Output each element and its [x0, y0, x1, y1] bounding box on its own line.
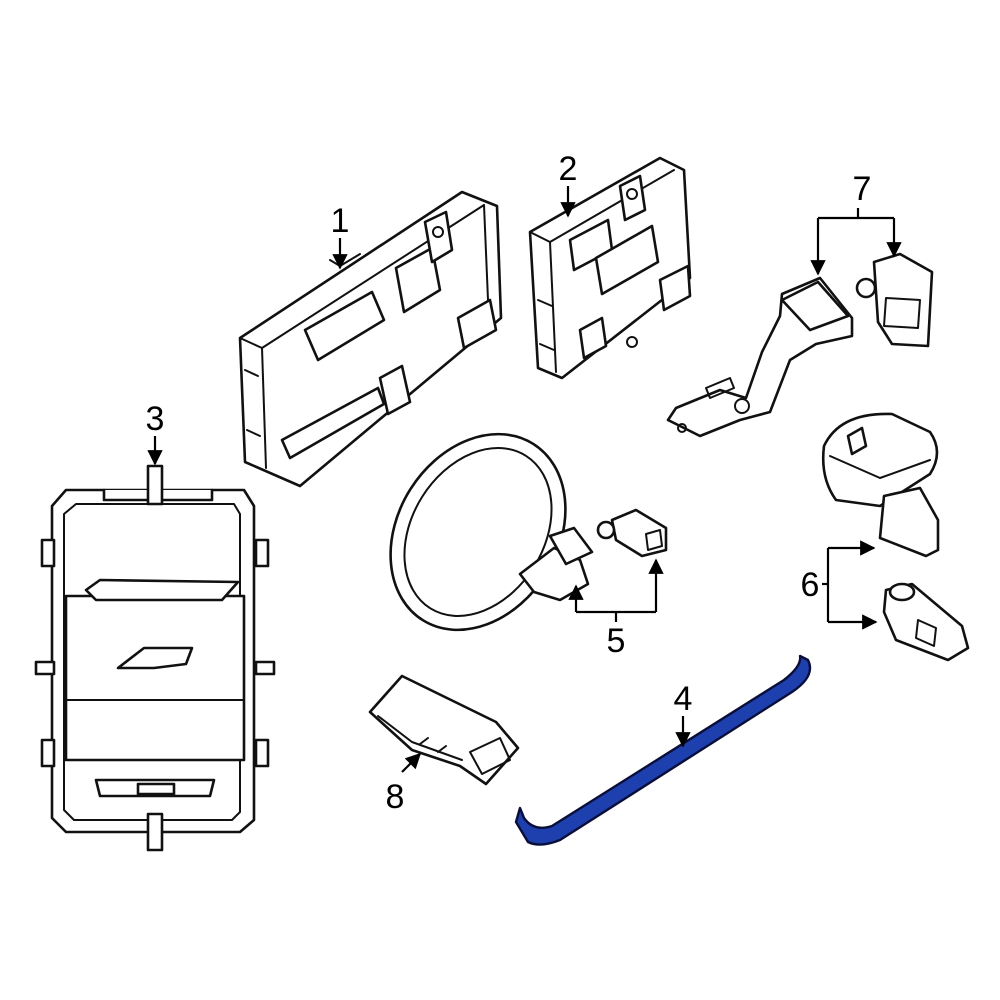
callout-3-label: 3 [146, 400, 165, 438]
callout-5: 5 [568, 558, 664, 660]
part-2-control-module[interactable] [528, 156, 692, 380]
callout-4-label: 4 [674, 680, 693, 718]
part-8-small-module[interactable] [368, 674, 520, 786]
part-3-module-housing[interactable] [34, 464, 276, 852]
callout-6-label: 6 [801, 566, 820, 604]
callout-1: 1 [331, 202, 350, 270]
callout-8-label: 8 [386, 778, 405, 816]
callout-7-label: 7 [853, 170, 872, 208]
part-7-sensor-bracket[interactable] [666, 252, 934, 438]
callout-2-label: 2 [559, 150, 578, 188]
callout-5-label: 5 [607, 622, 626, 660]
part-6-sensor-assembly[interactable] [821, 412, 970, 662]
callout-8: 8 [386, 752, 422, 816]
callout-4: 4 [674, 680, 693, 748]
callout-6: 6 [801, 540, 878, 630]
callout-2: 2 [559, 150, 578, 218]
callout-3: 3 [146, 400, 165, 466]
part-4-seal-strip[interactable] [514, 654, 812, 846]
callout-7: 7 [810, 170, 902, 276]
callout-1-label: 1 [331, 202, 350, 240]
